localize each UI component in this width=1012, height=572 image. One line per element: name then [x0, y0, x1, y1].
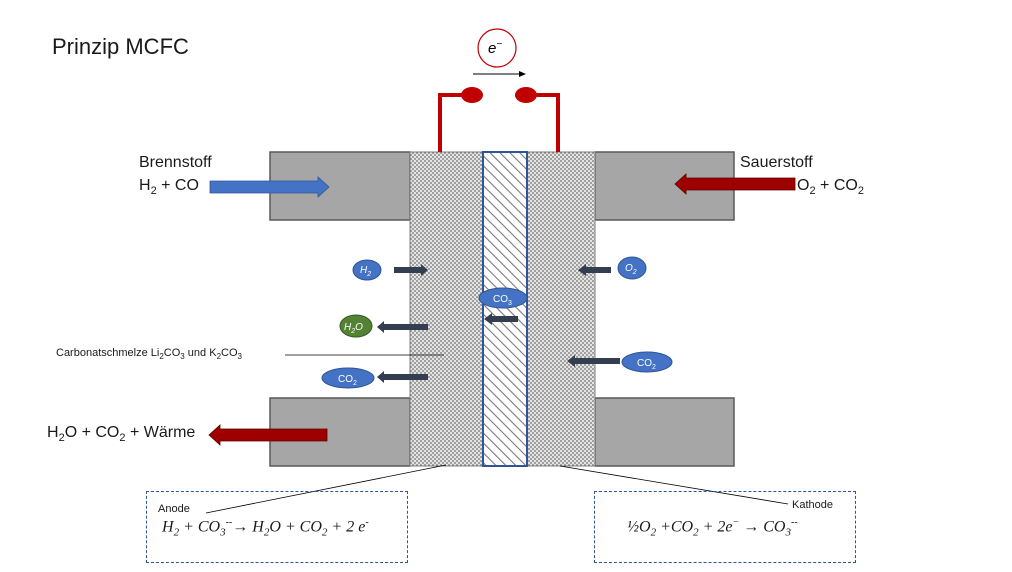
exhaust-composition: H2O + CO2 + Wärme	[47, 424, 196, 445]
electron-circle	[477, 28, 517, 68]
terminal-right	[515, 87, 537, 103]
terminal-left	[461, 87, 483, 103]
anode-equation: H2 + CO3--→ H2O + CO2 + 2 e-	[162, 517, 369, 539]
co2-anode-oval-label: CO2	[338, 374, 357, 387]
cathode-wire	[527, 93, 560, 152]
co2-cathode-inward-arrow	[567, 355, 620, 367]
oxidant-label: Sauerstoff	[740, 154, 813, 171]
co2-anode-outward-arrow	[377, 371, 428, 383]
co2-anode-oval	[321, 367, 375, 389]
anode-layer	[409, 151, 484, 467]
exhaust-outlet-arrow	[208, 424, 328, 446]
h2o-oval-label: H2O	[344, 322, 363, 335]
electrolyte-label: Carbonatschmelze Li2CO3 und K2CO3	[56, 347, 242, 362]
page-title: Prinzip MCFC	[52, 34, 189, 59]
anode-reaction-box	[146, 491, 408, 563]
anode-leader-line	[205, 464, 447, 514]
anode-wire	[438, 93, 472, 152]
o2-inward-arrow	[578, 264, 611, 276]
co3-oval-label: CO3	[493, 294, 512, 307]
cathode-reaction-box	[594, 491, 856, 563]
anode-label: Anode	[158, 503, 190, 515]
o2-oval-label: O2	[625, 263, 637, 276]
h2-oval-label: H2	[360, 265, 371, 278]
oxidant-composition: O2 + CO2	[797, 177, 864, 198]
co2-cathode-oval	[621, 351, 673, 373]
co3-migration-arrow	[484, 313, 518, 325]
h2-oval	[352, 259, 382, 281]
cathode-leader-line	[559, 465, 789, 505]
oxidant-inlet-arrow	[674, 173, 796, 195]
electrolyte-matrix	[482, 151, 528, 467]
electron-label: e−	[488, 39, 502, 57]
co2-cathode-oval-label: CO2	[637, 358, 656, 371]
electron-flow-arrowhead	[519, 71, 526, 77]
h2o-oval	[339, 314, 373, 338]
fuel-composition: H2 + CO	[139, 177, 199, 198]
h2o-outward-arrow	[377, 321, 428, 333]
o2-oval	[617, 256, 647, 280]
co3-oval	[478, 287, 528, 309]
cathode-equation: ½O2 +CO2 + 2e− → CO3--	[627, 517, 798, 539]
cathode-label: Kathode	[792, 499, 833, 511]
h2-inward-arrow	[394, 264, 428, 276]
fuel-label: Brennstoff	[139, 154, 212, 171]
cathode-layer	[526, 151, 596, 467]
exhaust-channel-block-right	[594, 397, 735, 467]
fuel-inlet-arrow	[209, 176, 330, 198]
